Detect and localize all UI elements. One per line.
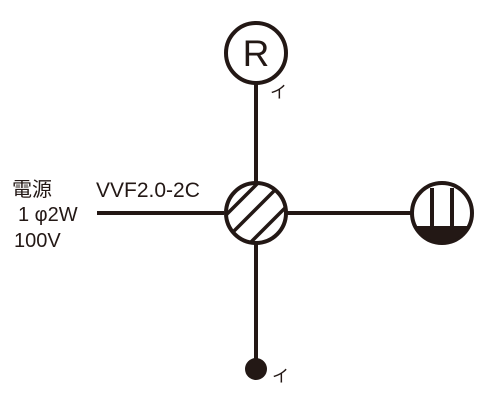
fluorescent-light-icon bbox=[410, 181, 474, 245]
lamp-switch-mark: イ bbox=[270, 83, 287, 102]
receptacle-lamp-icon: R bbox=[224, 21, 288, 85]
wires bbox=[97, 84, 412, 360]
switch-icon bbox=[245, 358, 267, 380]
source-line-2: 1 φ2W bbox=[18, 204, 78, 226]
lamp-symbol-letter: R bbox=[243, 33, 270, 74]
power-source-label: 電源 1 φ2W 100V bbox=[12, 178, 78, 252]
cable-label: VVF2.0-2C bbox=[96, 179, 200, 202]
source-line-3: 100V bbox=[14, 230, 61, 252]
source-line-1: 電源 bbox=[12, 178, 52, 201]
junction-box-icon bbox=[224, 181, 288, 245]
switch-mark: イ bbox=[272, 367, 289, 386]
